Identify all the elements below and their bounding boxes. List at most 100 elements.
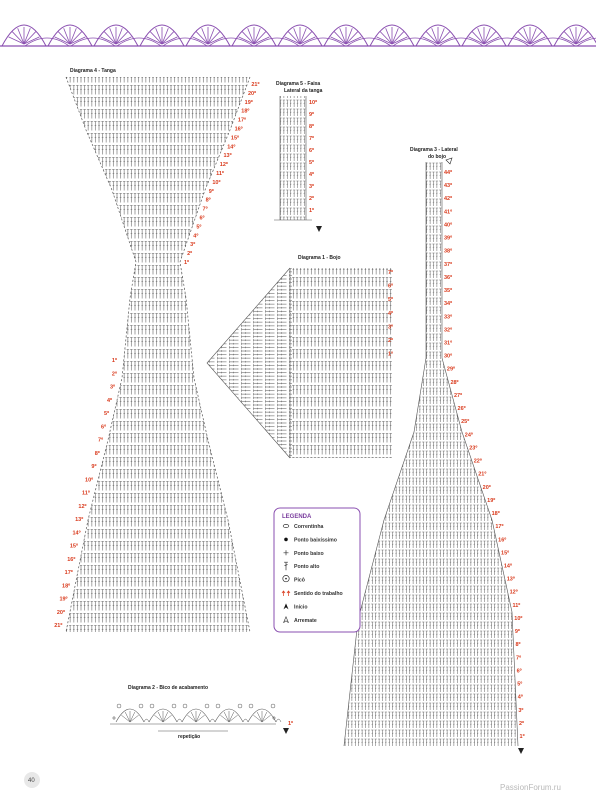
border-fan-stitch	[23, 28, 31, 45]
diagram-3-row-number: 42º	[444, 196, 452, 202]
diagram-3-row-number: 21º	[478, 472, 486, 478]
border-fan-stitch	[11, 31, 25, 45]
diagram-4-row-number: 13º	[75, 517, 83, 523]
border-chain-arc	[162, 37, 208, 47]
diagram-5-row-number: 1º	[309, 208, 314, 214]
diagram-3-row-number: 31º	[444, 341, 452, 347]
diagram-1-title: Diagrama 1 - Bojo	[298, 255, 341, 261]
border-fan-stitch	[192, 36, 209, 45]
diagram-4-row-number: 7º	[203, 207, 208, 213]
border-fan-stitch	[391, 28, 399, 45]
border-fan-stitch	[437, 31, 451, 45]
bico-scallop	[148, 703, 183, 723]
diagram-2-bico: Diagrama 2 - Bico de acabamento repetiçã…	[110, 685, 293, 740]
diagram-4-row-number: 10º	[85, 477, 93, 483]
diagram-5-row-number: 2º	[309, 196, 314, 202]
diagram-5-row-number: 7º	[309, 136, 314, 142]
border-fan-stitch	[575, 28, 583, 45]
diagram-3-row-number: 20º	[483, 485, 491, 491]
border-scallop	[231, 24, 277, 47]
diagram-3-subtitle: do bojo	[428, 154, 446, 160]
diagram-4-row-number: 1º	[112, 358, 117, 364]
double-crochet-icon	[284, 561, 288, 571]
border-fan-stitch	[161, 31, 175, 45]
border-chain-arc	[254, 37, 300, 47]
diagram-4-row-number: 20º	[248, 91, 256, 97]
border-fan-stitch	[376, 36, 393, 45]
border-fan-stitch	[560, 36, 577, 45]
border-fan-stitch	[477, 28, 485, 45]
border-chain-arc	[530, 37, 576, 47]
diagram-3-row-numbers: 44º43º42º41º40º39º38º37º36º35º34º33º32º3…	[444, 170, 525, 740]
border-fan-stitch	[238, 36, 255, 45]
diagram-3-row-number: 36º	[444, 275, 452, 281]
diagram-3-row-number: 18º	[492, 511, 500, 517]
bico-scallop	[115, 703, 150, 723]
diagram-3-row-number: 5º	[517, 682, 522, 688]
diagram-3-row-number: 6º	[517, 668, 522, 674]
border-fan-stitch	[299, 28, 307, 45]
diagram-5-title: Diagrama 5 - Faixa	[276, 81, 320, 87]
diagram-5-row-number: 10º	[309, 100, 317, 106]
diagram-4-row-number: 16º	[235, 127, 243, 133]
diagram-3-row-number: 28º	[450, 380, 458, 386]
border-fan-stitch	[471, 31, 485, 45]
border-fan-stitch	[103, 31, 117, 45]
diagram-4-row-number: 18º	[62, 583, 70, 589]
border-fan-stitch	[483, 36, 500, 45]
border-fan-stitch	[69, 28, 77, 45]
border-fan-stitch	[437, 28, 445, 45]
finish-marker-icon	[445, 157, 453, 165]
start-marker-icon	[316, 226, 322, 232]
bico-scallop	[214, 703, 249, 723]
picot-icon	[237, 703, 243, 709]
border-chain-arc	[116, 37, 162, 47]
diagram-4-row-number: 5º	[104, 411, 109, 417]
diagram-3-row-number: 38º	[444, 249, 452, 255]
diagram-4-row-number: 4º	[107, 398, 112, 404]
border-fan-stitch	[437, 36, 454, 45]
border-fan-stitch	[115, 36, 132, 45]
border-fan-stitch	[483, 28, 491, 45]
diagram-4-row-number: 9º	[91, 464, 96, 470]
border-fan-stitch	[391, 31, 405, 45]
diagram-4-row-number: 15º	[70, 544, 78, 550]
diagram-4-row-number: 16º	[67, 557, 75, 563]
border-fan-stitch	[8, 36, 25, 45]
border-scallop	[139, 24, 185, 47]
diagram-4-row-number: 10º	[212, 180, 220, 186]
diagram-4-row-number: 14º	[72, 530, 80, 536]
diagram-3-row-number: 4º	[518, 695, 523, 701]
border-fan-stitch	[330, 36, 347, 45]
border-scallop	[369, 24, 415, 47]
legend-title: LEGENDA	[282, 514, 312, 520]
diagram-3-row-number: 25º	[461, 419, 469, 425]
diagram-4-row-number: 15º	[231, 135, 239, 141]
diagram-4-row-number: 17º	[238, 118, 246, 124]
diagram-3-row-number: 35º	[444, 288, 452, 294]
picot-icon	[182, 703, 188, 709]
work-direction-icon	[281, 590, 291, 596]
picot-icon	[116, 703, 122, 709]
border-scallop	[507, 24, 553, 47]
start-marker-icon-bico	[283, 728, 289, 734]
border-fan-stitch	[207, 28, 215, 45]
diagram-3-row-number: 13º	[507, 577, 515, 583]
diagram-4-row-number: 2º	[187, 251, 192, 257]
border-fan-stitch	[54, 36, 71, 45]
diagram-4-row-number: 19º	[59, 597, 67, 603]
diagram-4-row-number: 1º	[184, 260, 189, 266]
border-fan-stitch	[299, 31, 313, 45]
diagram-3-row-number: 37º	[444, 262, 452, 268]
border-scallop	[185, 24, 231, 47]
diagram-3-row-number: 17º	[495, 524, 503, 530]
diagram-4-row-number: 8º	[95, 451, 100, 457]
border-fan-stitch	[241, 31, 255, 45]
border-fan-stitch	[195, 31, 209, 45]
diagram-4-row-number: 12º	[78, 504, 86, 510]
border-fan-stitch	[569, 28, 577, 45]
chain-icon	[282, 524, 290, 528]
